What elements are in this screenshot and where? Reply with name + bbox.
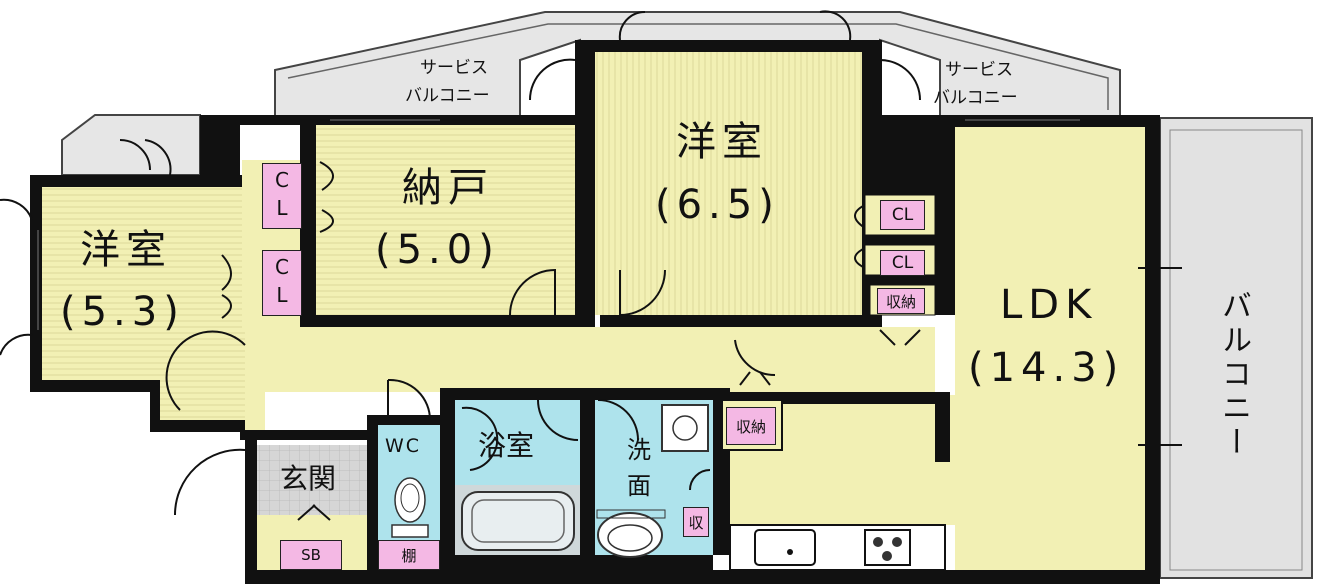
- bath-floor: [455, 400, 580, 485]
- storage-room-floor: [316, 125, 575, 315]
- tag-storage-1: 収納: [877, 288, 925, 314]
- tag-cl-right-2: CL: [880, 250, 925, 276]
- stove-burner: [873, 537, 883, 547]
- entrance-floor: [257, 445, 367, 515]
- tag-storage-small: 収: [683, 507, 709, 537]
- service-balcony-left-line2: バルコニー: [405, 86, 490, 106]
- left-small-balcony: [61, 114, 201, 176]
- room-name-balcony: バルコニー: [1216, 290, 1251, 460]
- service-balcony-right-line1: サービス: [945, 60, 1013, 80]
- western-top-floor: [595, 52, 862, 315]
- room-name-entrance: 玄関: [280, 462, 337, 495]
- hall-floor: [245, 327, 935, 392]
- room-name-storage: 納戸: [402, 165, 494, 211]
- bathtub: [461, 491, 575, 551]
- room-name-wc: WC: [385, 435, 422, 457]
- room-name-ldk: LDK: [1000, 282, 1098, 328]
- toilet-bowl: [394, 477, 426, 523]
- tag-cl-left-1: CL: [262, 163, 302, 229]
- tag-shelf: 棚: [378, 540, 440, 570]
- toilet-tank: [391, 524, 429, 538]
- tag-cl-left-2: CL: [262, 250, 302, 316]
- wash-basin: [597, 512, 663, 558]
- room-size-ldk: (14.3): [968, 345, 1125, 391]
- balcony-area: [1159, 117, 1313, 579]
- tag-shoe-box: SB: [280, 540, 342, 570]
- room-name-bath: 浴室: [478, 429, 535, 462]
- tag-storage-2: 収納: [726, 407, 776, 445]
- washer-pan: [661, 404, 709, 452]
- room-size-western-left: (5.3): [60, 289, 185, 335]
- room-name-western-top: 洋室: [676, 119, 768, 165]
- room-name-washroom-1: 洗: [627, 436, 651, 464]
- room-size-western-top: (6.5): [655, 182, 780, 228]
- tag-cl-right-1: CL: [880, 200, 925, 230]
- room-size-storage: (5.0): [375, 227, 500, 273]
- service-balcony-right-line2: バルコニー: [933, 88, 1018, 108]
- ldk-floor: [955, 127, 1145, 570]
- doors: [0, 10, 921, 521]
- room-name-western-left: 洋室: [80, 227, 172, 273]
- outer-walls: [30, 40, 1160, 584]
- kitchen-counter: [729, 524, 946, 571]
- room-name-washroom-2: 面: [627, 472, 651, 500]
- service-balcony-left-line1: サービス: [420, 58, 488, 78]
